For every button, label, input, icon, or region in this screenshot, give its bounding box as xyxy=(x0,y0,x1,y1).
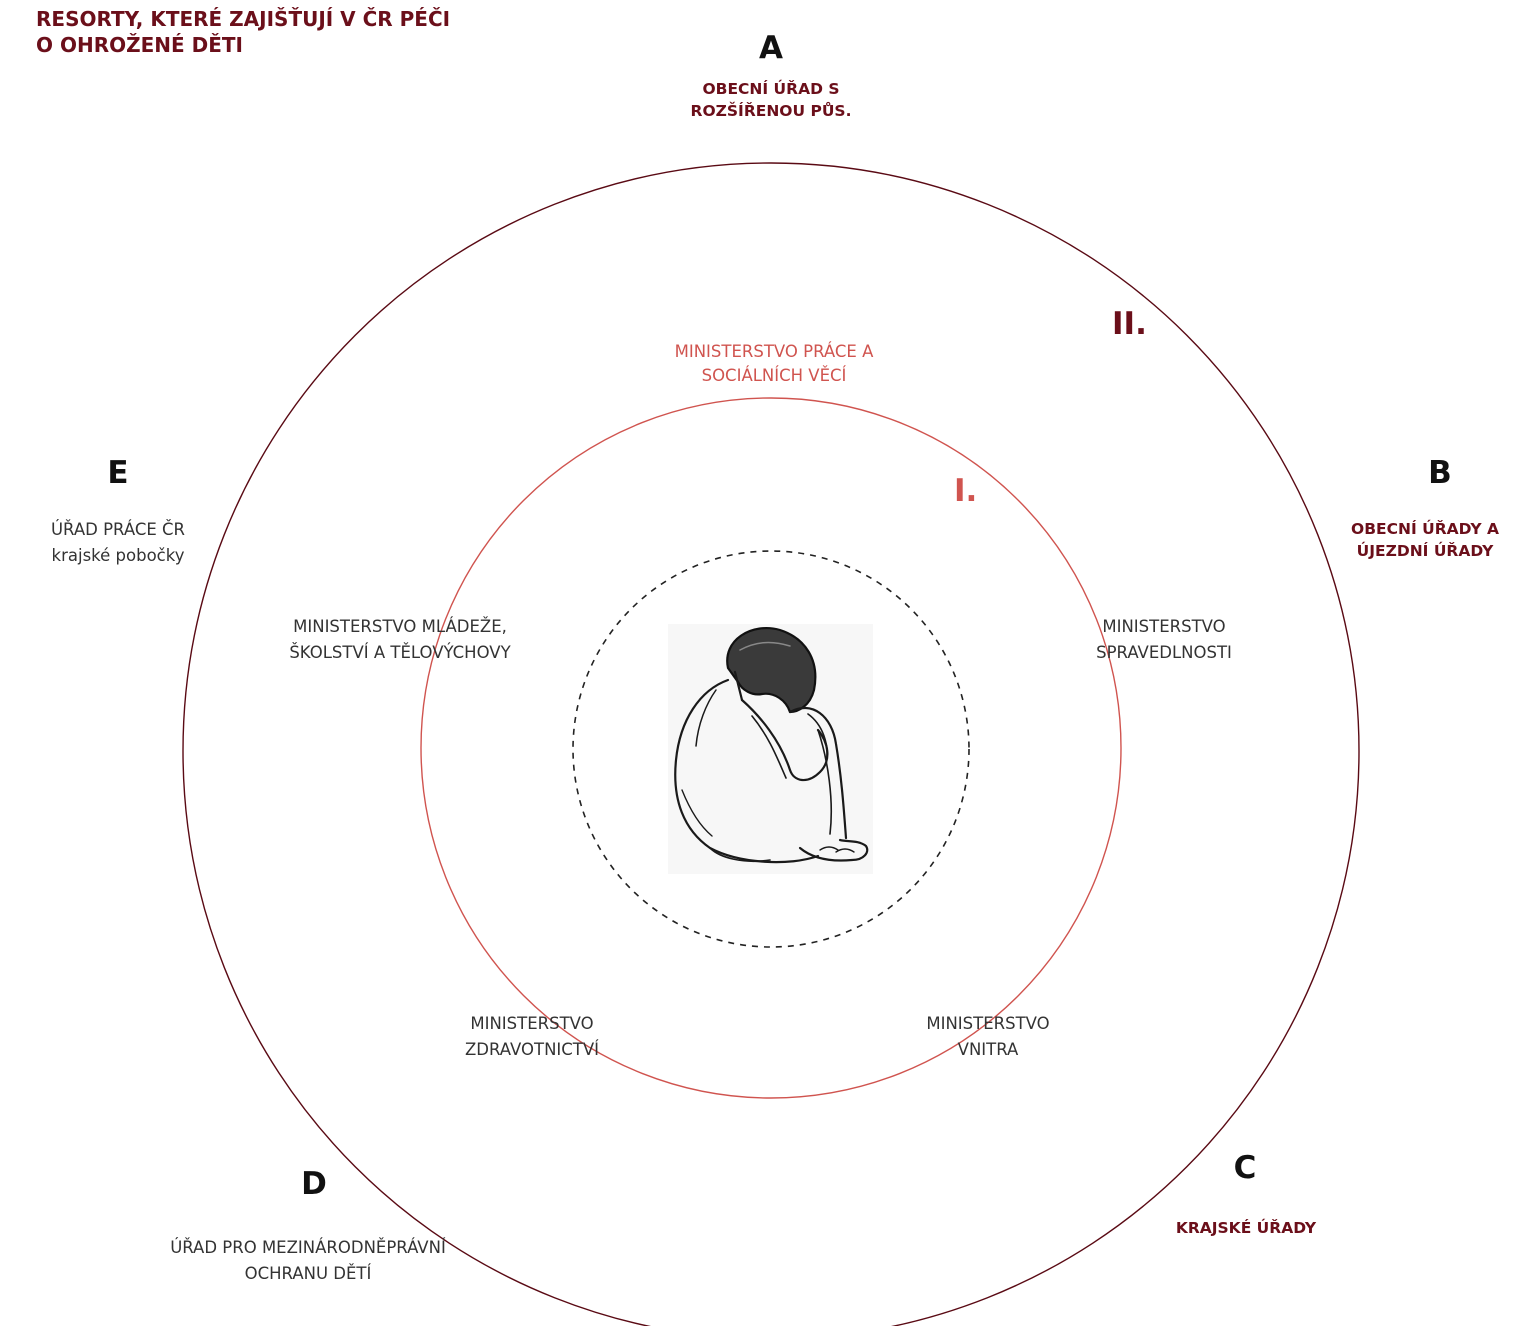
node-b-line-1: OBECNÍ ÚŘADY A xyxy=(1351,520,1499,538)
node-a-line-1: OBECNÍ ÚŘAD S xyxy=(702,80,840,98)
ministry-mv-line-1: MINISTERSTVO xyxy=(926,1014,1050,1033)
ministry-mzd: MINISTERSTVO ZDRAVOTNICTVÍ xyxy=(432,1011,632,1063)
node-a-line-2: ROZŠÍŘENOU PŮS. xyxy=(690,102,852,120)
node-e-label: ÚŘAD PRÁCE ČR krajské pobočky xyxy=(18,517,218,569)
ministry-msp-line-2: SPRAVEDLNOSTI xyxy=(1096,643,1232,662)
ministry-mv: MINISTERSTVO VNITRA xyxy=(888,1011,1088,1063)
node-e-line-2: krajské pobočky xyxy=(51,546,185,565)
node-c-label: KRAJSKÉ ÚŘADY xyxy=(1175,1219,1317,1237)
center-dashed-ring xyxy=(572,550,970,948)
node-a-letter: A xyxy=(759,30,783,66)
node-d-label: ÚŘAD PRO MEZINÁRODNĚPRÁVNÍ OCHRANU DĚTÍ xyxy=(118,1235,498,1287)
ministry-msmt: MINISTERSTVO MLÁDEŽE, ŠKOLSTVÍ A TĚLOVÝC… xyxy=(240,614,560,666)
page-title: RESORTY, KTERÉ ZAJIŠŤUJÍ V ČR PÉČI O OHR… xyxy=(36,6,596,58)
ministry-msmt-line-2: ŠKOLSTVÍ A TĚLOVÝCHOVY xyxy=(289,643,511,662)
ministry-mpsv: MINISTERSTVO PRÁCE A SOCIÁLNÍCH VĚCÍ xyxy=(614,340,934,388)
node-a-label: OBECNÍ ÚŘAD S ROZŠÍŘENOU PŮS. xyxy=(624,78,918,122)
ministry-mzd-line-1: MINISTERSTVO xyxy=(470,1014,594,1033)
node-e-letter: E xyxy=(107,455,129,491)
inner-ring-label: I. xyxy=(954,473,978,509)
outer-ring-ii xyxy=(182,162,1360,1326)
ministry-mpsv-line-1: MINISTERSTVO PRÁCE A xyxy=(674,342,874,361)
ministry-msmt-line-1: MINISTERSTVO MLÁDEŽE, xyxy=(293,617,507,636)
ministry-mpsv-line-2: SOCIÁLNÍCH VĚCÍ xyxy=(701,366,847,385)
child-illustration xyxy=(668,624,873,874)
node-e-line-1: ÚŘAD PRÁCE ČR xyxy=(50,520,186,539)
node-d-line-2: OCHRANU DĚTÍ xyxy=(244,1264,372,1283)
node-d-line-1: ÚŘAD PRO MEZINÁRODNĚPRÁVNÍ xyxy=(170,1238,446,1257)
title-line-2: O OHROŽENÉ DĚTI xyxy=(36,33,243,57)
node-c-letter: C xyxy=(1233,1150,1257,1186)
ministry-mv-line-2: VNITRA xyxy=(957,1040,1019,1059)
node-d-letter: D xyxy=(301,1166,327,1202)
outer-ring-label: II. xyxy=(1112,306,1147,342)
ministry-mzd-line-2: ZDRAVOTNICTVÍ xyxy=(464,1040,600,1059)
ministry-msp: MINISTERSTVO SPRAVEDLNOSTI xyxy=(1064,614,1264,666)
node-b-label: OBECNÍ ÚŘADY A ÚJEZDNÍ ÚŘADY xyxy=(1326,518,1524,562)
node-b-letter: B xyxy=(1428,455,1452,491)
ministry-msp-line-1: MINISTERSTVO xyxy=(1102,617,1226,636)
node-b-line-2: ÚJEZDNÍ ÚŘADY xyxy=(1356,542,1494,560)
title-line-1: RESORTY, KTERÉ ZAJIŠŤUJÍ V ČR PÉČI xyxy=(36,7,451,31)
inner-ring-i xyxy=(420,397,1122,1099)
